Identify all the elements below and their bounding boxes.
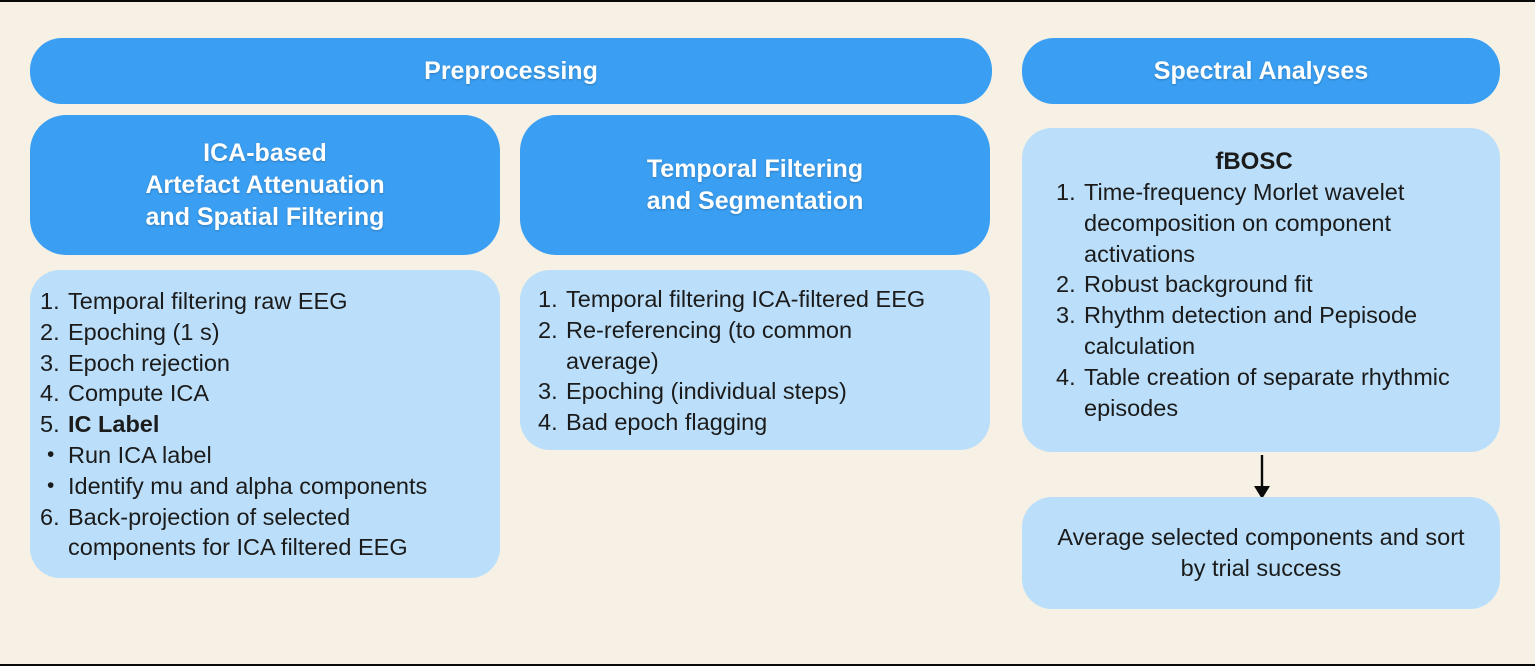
item-text: Time-frequency Morlet wavelet decomposit… [1084,179,1405,267]
item-text: Back-projection of selected components f… [68,503,408,561]
item-marker: 3. [538,378,558,405]
bullet-icon: • [47,473,55,497]
list-item: 3. Epoch rejection [40,348,460,379]
list-item: • Run ICA label [40,440,460,471]
list-item: 6. Back-projection of selected component… [40,502,460,564]
item-text: Epoching (individual steps) [566,378,847,405]
item-marker: 3. [1056,302,1076,329]
list-item: 3. Rhythm detection and Pepisode calcula… [1056,300,1486,362]
item-text: Temporal filtering ICA-filtered EEG [566,286,926,312]
temporal-title-line-2: and Segmentation [646,187,864,215]
down-arrow-icon [1254,455,1270,499]
figure-bottom-rule [0,664,1535,666]
ica-section-header: ICA-based Artefact Attenuation and Spati… [30,115,500,255]
list-item: • Identify mu and alpha components [40,471,460,502]
item-text: Epoching (1 s) [68,318,220,345]
list-item: 2. Re-referencing (to common average) [538,315,950,377]
item-text: Temporal filtering raw EEG [68,288,348,314]
temporal-section-header: Temporal Filtering and Segmentation [520,115,990,255]
item-text: Bad epoch flagging [566,409,768,436]
item-marker: 1. [538,286,558,312]
list-item: 5. IC Label [40,409,460,440]
item-text: IC Label [68,411,160,438]
fbosc-title: fBOSC [1215,148,1293,175]
item-text: Compute ICA [68,380,210,407]
list-item: 2. Robust background fit [1056,269,1486,300]
list-item: 4. Bad epoch flagging [538,407,950,438]
item-marker: 1. [1056,179,1076,205]
average-components-text: Average selected components and sort by … [1057,524,1465,581]
item-marker: 4. [538,409,558,436]
fbosc-box: fBOSC 1. Time-frequency Morlet wavelet d… [1022,128,1500,452]
figure-top-rule [0,0,1535,2]
item-text: Robust background fit [1084,271,1313,298]
item-marker: 2. [40,318,60,345]
list-item: 1. Time-frequency Morlet wavelet decompo… [1056,177,1486,269]
list-item: 3. Epoching (individual steps) [538,376,950,407]
item-text: Re-referencing (to common average) [566,316,853,374]
ica-steps-box: 1. Temporal filtering raw EEG 2. Epochin… [30,270,500,578]
list-item: 4. Table creation of separate rhythmic e… [1056,362,1486,424]
item-marker: 6. [40,503,60,530]
temporal-title-line-1: Temporal Filtering [646,155,864,183]
item-marker: 4. [40,380,60,407]
spectral-header: Spectral Analyses [1022,38,1500,104]
item-marker: 1. [40,288,60,314]
spectral-title: Spectral Analyses [1153,57,1369,85]
item-marker: 4. [1056,363,1076,390]
list-item: 4. Compute ICA [40,378,460,409]
item-text: Identify mu and alpha components [68,472,428,499]
item-marker: 5. [40,411,60,438]
list-item: 1. Temporal filtering raw EEG [40,286,460,317]
bullet-icon: • [47,442,55,466]
item-marker: 3. [40,349,60,376]
preprocessing-title: Preprocessing [424,57,598,85]
list-item: 2. Epoching (1 s) [40,317,460,348]
item-text: Table creation of separate rhythmic epis… [1084,363,1450,421]
temporal-steps-box: 1. Temporal filtering ICA-filtered EEG 2… [520,270,990,450]
ica-title-line-2: Artefact Attenuation [145,171,385,199]
item-text: Run ICA label [68,441,212,468]
ica-title-line-1: ICA-based [203,139,327,167]
average-components-box: Average selected components and sort by … [1022,497,1500,609]
item-marker: 2. [538,316,558,343]
item-text: Epoch rejection [68,349,230,376]
item-text: Rhythm detection and Pepisode calculatio… [1084,302,1418,359]
preprocessing-header: Preprocessing [30,38,992,104]
list-item: 1. Temporal filtering ICA-filtered EEG [538,284,950,315]
ica-title-line-3: and Spatial Filtering [145,203,385,231]
item-marker: 2. [1056,271,1076,298]
